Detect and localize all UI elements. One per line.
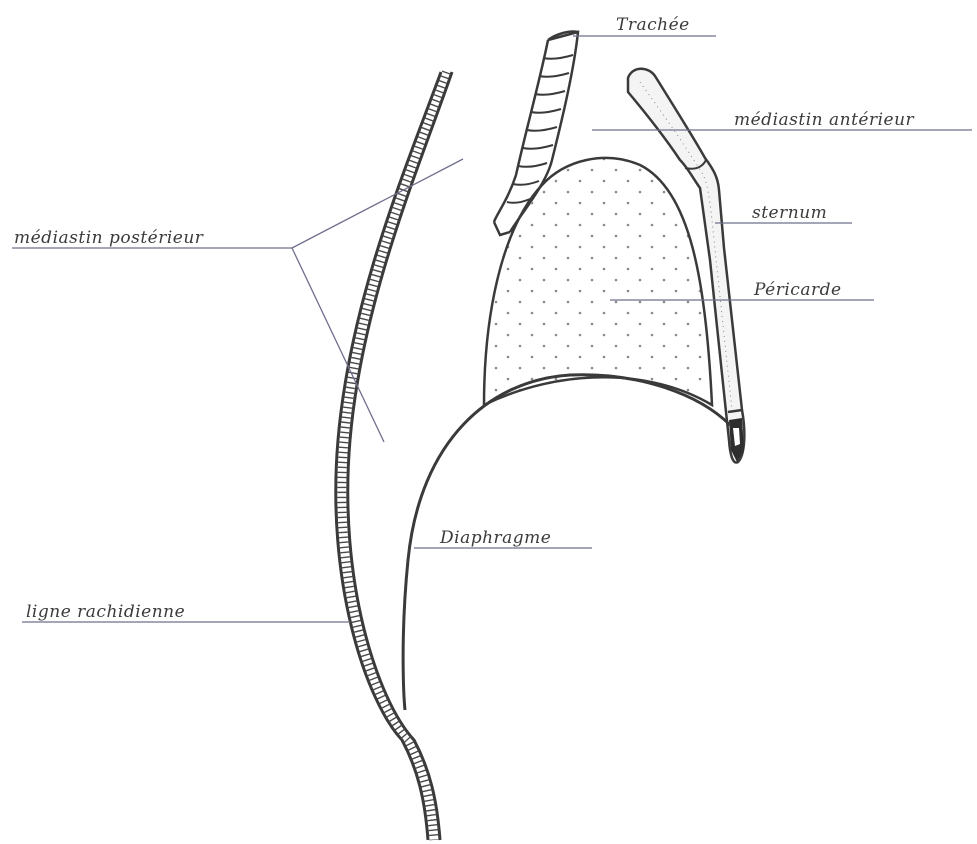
label-sternum: sternum (752, 203, 827, 223)
pericardium (484, 158, 712, 405)
label-pericardium: Péricarde (753, 280, 842, 300)
spinal-column (336, 72, 452, 840)
leader-posterior-upper (292, 159, 463, 248)
label-spinal-line: ligne rachidienne (26, 602, 185, 622)
label-anterior-mediastinum: médiastin antérieur (734, 110, 915, 130)
label-diaphragm: Diaphragme (439, 528, 551, 548)
label-posterior-mediastinum: médiastin postérieur (14, 228, 204, 248)
label-trachea: Trachée (616, 15, 690, 35)
